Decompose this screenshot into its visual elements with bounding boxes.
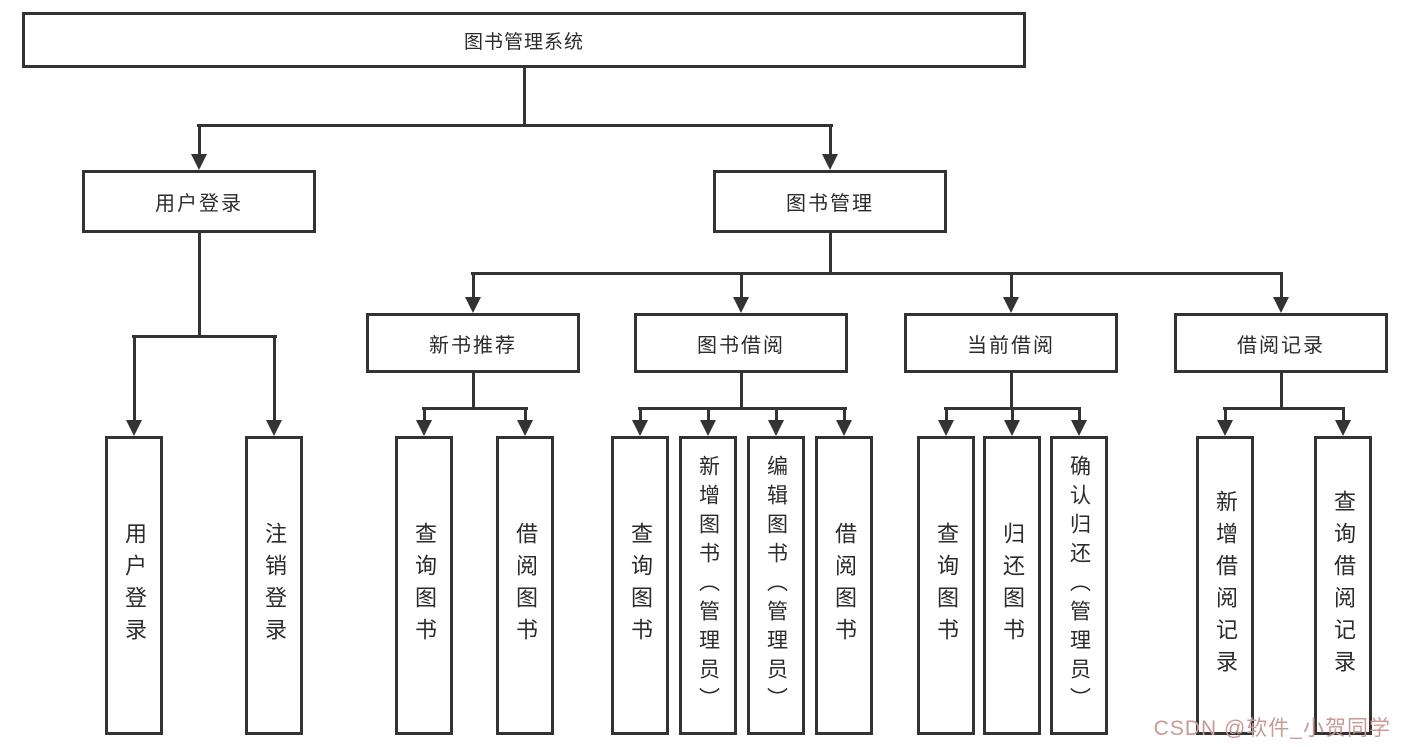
leaf-query-borrow-record: 查询借阅记录 [1314, 436, 1372, 735]
arrowhead-icon [1273, 297, 1289, 313]
connector-line [707, 407, 710, 422]
connector-line [775, 407, 778, 422]
arrowhead-icon [191, 154, 207, 170]
leaf-borrow-books-recommend: 借阅图书 [496, 436, 554, 735]
connector-line [740, 373, 743, 407]
arrowhead-icon [1335, 420, 1351, 436]
connector-line [523, 68, 526, 124]
connector-line [1280, 373, 1283, 407]
connector-line [471, 272, 1283, 275]
arrowhead-icon [700, 420, 716, 436]
connector-line [472, 373, 475, 407]
arrowhead-icon [1004, 420, 1020, 436]
connector-line [1011, 407, 1014, 422]
leaf-borrow-books: 借阅图书 [815, 436, 873, 735]
connector-line [524, 407, 527, 422]
leaf-add-books-admin: 新增图书（管理员） [679, 436, 737, 735]
arrowhead-icon [465, 297, 481, 313]
connector-line [1010, 272, 1013, 301]
leaf-return-books: 归还图书 [983, 436, 1041, 735]
arrowhead-icon [822, 154, 838, 170]
leaf-confirm-return-admin: 确认归还（管理员） [1050, 436, 1108, 735]
connector-line [472, 272, 475, 301]
arrowhead-icon [517, 420, 533, 436]
node-book-management: 图书管理 [713, 170, 947, 233]
connector-line [273, 335, 276, 423]
connector-line [740, 272, 743, 301]
node-book-borrow: 图书借阅 [634, 313, 848, 373]
leaf-logout: 注销登录 [245, 436, 303, 735]
connector-line [829, 124, 832, 156]
node-user-login: 用户登录 [82, 170, 316, 233]
arrowhead-icon [768, 420, 784, 436]
connector-line [945, 407, 948, 422]
csdn-watermark: CSDN @软件_小贺同学 [1153, 717, 1391, 740]
connector-line [422, 407, 528, 410]
connector-line [1010, 373, 1013, 407]
arrowhead-icon [1217, 420, 1233, 436]
leaf-query-books-current: 查询图书 [917, 436, 975, 735]
connector-line [198, 124, 201, 156]
arrowhead-icon [733, 297, 749, 313]
connector-line [198, 233, 201, 335]
connector-line [639, 407, 642, 422]
connector-line [829, 233, 832, 272]
connector-line [423, 407, 426, 422]
connector-line [638, 407, 847, 410]
arrowhead-icon [266, 420, 282, 436]
arrowhead-icon [1071, 420, 1087, 436]
node-borrow-records: 借阅记录 [1174, 313, 1388, 373]
connector-line [132, 335, 277, 338]
connector-line [1078, 407, 1081, 422]
arrowhead-icon [126, 420, 142, 436]
leaf-user-login: 用户登录 [105, 436, 163, 735]
node-current-borrow: 当前借阅 [904, 313, 1118, 373]
connector-line [843, 407, 846, 422]
connector-line [1224, 407, 1227, 422]
arrowhead-icon [1003, 297, 1019, 313]
connector-line [197, 124, 833, 127]
arrowhead-icon [938, 420, 954, 436]
arrowhead-icon [836, 420, 852, 436]
arrowhead-icon [632, 420, 648, 436]
leaf-add-borrow-record: 新增借阅记录 [1196, 436, 1254, 735]
connector-line [133, 335, 136, 423]
connector-line [1280, 272, 1283, 301]
connector-line [1223, 407, 1345, 410]
leaf-query-books-borrow: 查询图书 [611, 436, 669, 735]
node-new-book-recommend: 新书推荐 [366, 313, 580, 373]
leaf-edit-books-admin: 编辑图书（管理员） [747, 436, 805, 735]
connector-line [1342, 407, 1345, 422]
node-library-system: 图书管理系统 [22, 12, 1026, 68]
leaf-query-books-recommend: 查询图书 [395, 436, 453, 735]
arrowhead-icon [416, 420, 432, 436]
